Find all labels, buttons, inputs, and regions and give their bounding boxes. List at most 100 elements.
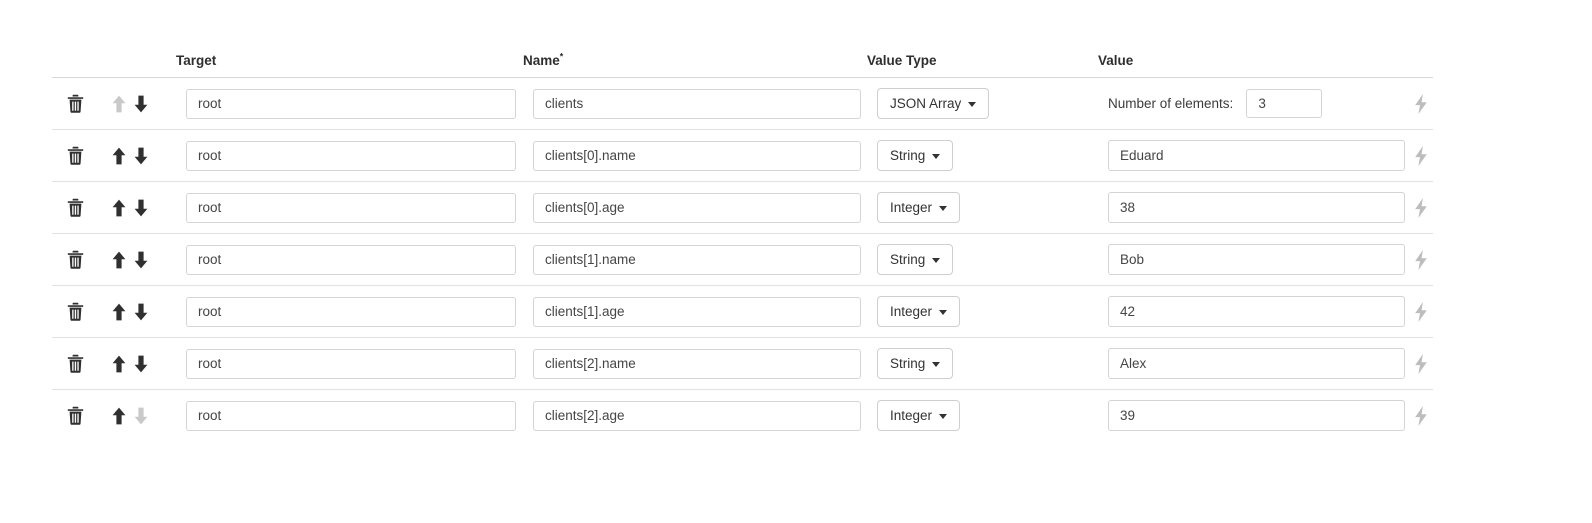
header-value-type: Value Type	[867, 53, 937, 68]
arrow-down-icon[interactable]	[130, 299, 152, 325]
property-editor-table: Target Name* Value Type Value JSON Array…	[52, 40, 1433, 441]
row-actions	[52, 338, 186, 389]
number-of-elements-group: Number of elements:	[1108, 89, 1323, 118]
arrow-up-icon[interactable]	[108, 195, 130, 221]
value-cell	[1108, 182, 1408, 233]
value-type-dropdown[interactable]: Integer	[877, 296, 961, 327]
name-input[interactable]	[533, 348, 861, 379]
dynamic-value-cell	[1408, 182, 1443, 233]
caret-down-icon	[932, 361, 941, 367]
arrow-up-icon[interactable]	[108, 351, 130, 377]
target-input[interactable]	[186, 192, 516, 223]
number-of-elements-input[interactable]	[1246, 89, 1323, 118]
value-cell	[1108, 338, 1408, 389]
arrow-up-icon[interactable]	[108, 403, 130, 429]
name-cell	[533, 78, 877, 129]
target-input[interactable]	[186, 348, 516, 379]
lightning-bolt-icon[interactable]	[1408, 299, 1434, 325]
caret-down-icon	[939, 413, 948, 419]
arrow-up-icon[interactable]	[108, 143, 130, 169]
target-input[interactable]	[186, 244, 516, 275]
row-actions	[52, 182, 186, 233]
caret-down-icon	[932, 257, 941, 263]
caret-down-icon	[968, 101, 977, 107]
name-input[interactable]	[533, 244, 861, 275]
name-cell	[533, 338, 877, 389]
header-value: Value	[1098, 53, 1134, 68]
lightning-bolt-icon[interactable]	[1408, 351, 1434, 377]
value-cell	[1108, 286, 1408, 337]
value-type-cell: String	[877, 130, 1108, 181]
trash-icon[interactable]	[62, 403, 88, 429]
lightning-bolt-icon[interactable]	[1408, 143, 1434, 169]
table-row: Integer	[52, 286, 1433, 338]
arrow-down-icon[interactable]	[130, 247, 152, 273]
value-input[interactable]	[1108, 296, 1405, 327]
name-input[interactable]	[533, 400, 861, 431]
header-name: Name*	[523, 52, 867, 77]
value-type-dropdown[interactable]: String	[877, 244, 954, 275]
name-cell	[533, 182, 877, 233]
name-cell	[533, 390, 877, 441]
value-type-dropdown[interactable]: Integer	[877, 400, 961, 431]
value-type-dropdown[interactable]: String	[877, 348, 954, 379]
value-type-cell: String	[877, 338, 1108, 389]
value-input[interactable]	[1108, 140, 1405, 171]
name-cell	[533, 130, 877, 181]
arrow-down-icon[interactable]	[130, 143, 152, 169]
trash-icon[interactable]	[62, 143, 88, 169]
row-actions	[52, 286, 186, 337]
lightning-bolt-icon[interactable]	[1408, 195, 1434, 221]
lightning-bolt-icon[interactable]	[1408, 247, 1434, 273]
value-type-label: String	[890, 356, 926, 371]
value-input[interactable]	[1108, 244, 1405, 275]
name-input[interactable]	[533, 192, 861, 223]
trash-icon[interactable]	[62, 351, 88, 377]
value-type-dropdown[interactable]: JSON Array	[877, 88, 990, 119]
name-input[interactable]	[533, 88, 861, 119]
target-input[interactable]	[186, 88, 516, 119]
value-input[interactable]	[1108, 400, 1405, 431]
value-type-label: JSON Array	[890, 96, 962, 111]
value-cell	[1108, 234, 1408, 285]
lightning-bolt-icon[interactable]	[1408, 403, 1434, 429]
value-input[interactable]	[1108, 348, 1405, 379]
arrow-up-icon[interactable]	[108, 299, 130, 325]
arrow-down-icon[interactable]	[130, 195, 152, 221]
value-type-cell: Integer	[877, 390, 1108, 441]
target-cell	[186, 130, 533, 181]
value-input[interactable]	[1108, 192, 1405, 223]
target-input[interactable]	[186, 140, 516, 171]
dynamic-value-cell	[1408, 78, 1443, 129]
name-input[interactable]	[533, 296, 861, 327]
target-input[interactable]	[186, 400, 516, 431]
row-actions	[52, 234, 186, 285]
name-input[interactable]	[533, 140, 861, 171]
value-type-dropdown[interactable]: Integer	[877, 192, 961, 223]
lightning-bolt-icon[interactable]	[1408, 91, 1434, 117]
caret-down-icon	[932, 153, 941, 159]
arrow-down-icon	[130, 403, 152, 429]
table-row: Integer	[52, 390, 1433, 441]
trash-icon[interactable]	[62, 91, 88, 117]
trash-icon[interactable]	[62, 195, 88, 221]
table-row: JSON Array Number of elements:	[52, 78, 1433, 130]
row-actions	[52, 130, 186, 181]
value-type-cell: Integer	[877, 182, 1108, 233]
arrow-up-icon[interactable]	[108, 247, 130, 273]
arrow-down-icon[interactable]	[130, 91, 152, 117]
trash-icon[interactable]	[62, 247, 88, 273]
target-cell	[186, 286, 533, 337]
header-name-label: Name	[523, 53, 560, 68]
dynamic-value-cell	[1408, 234, 1443, 285]
header-actions	[52, 69, 176, 77]
target-input[interactable]	[186, 296, 516, 327]
target-cell	[186, 234, 533, 285]
arrow-down-icon[interactable]	[130, 351, 152, 377]
value-type-dropdown[interactable]: String	[877, 140, 954, 171]
value-type-label: String	[890, 252, 926, 267]
row-actions	[52, 78, 186, 129]
caret-down-icon	[939, 309, 948, 315]
trash-icon[interactable]	[62, 299, 88, 325]
